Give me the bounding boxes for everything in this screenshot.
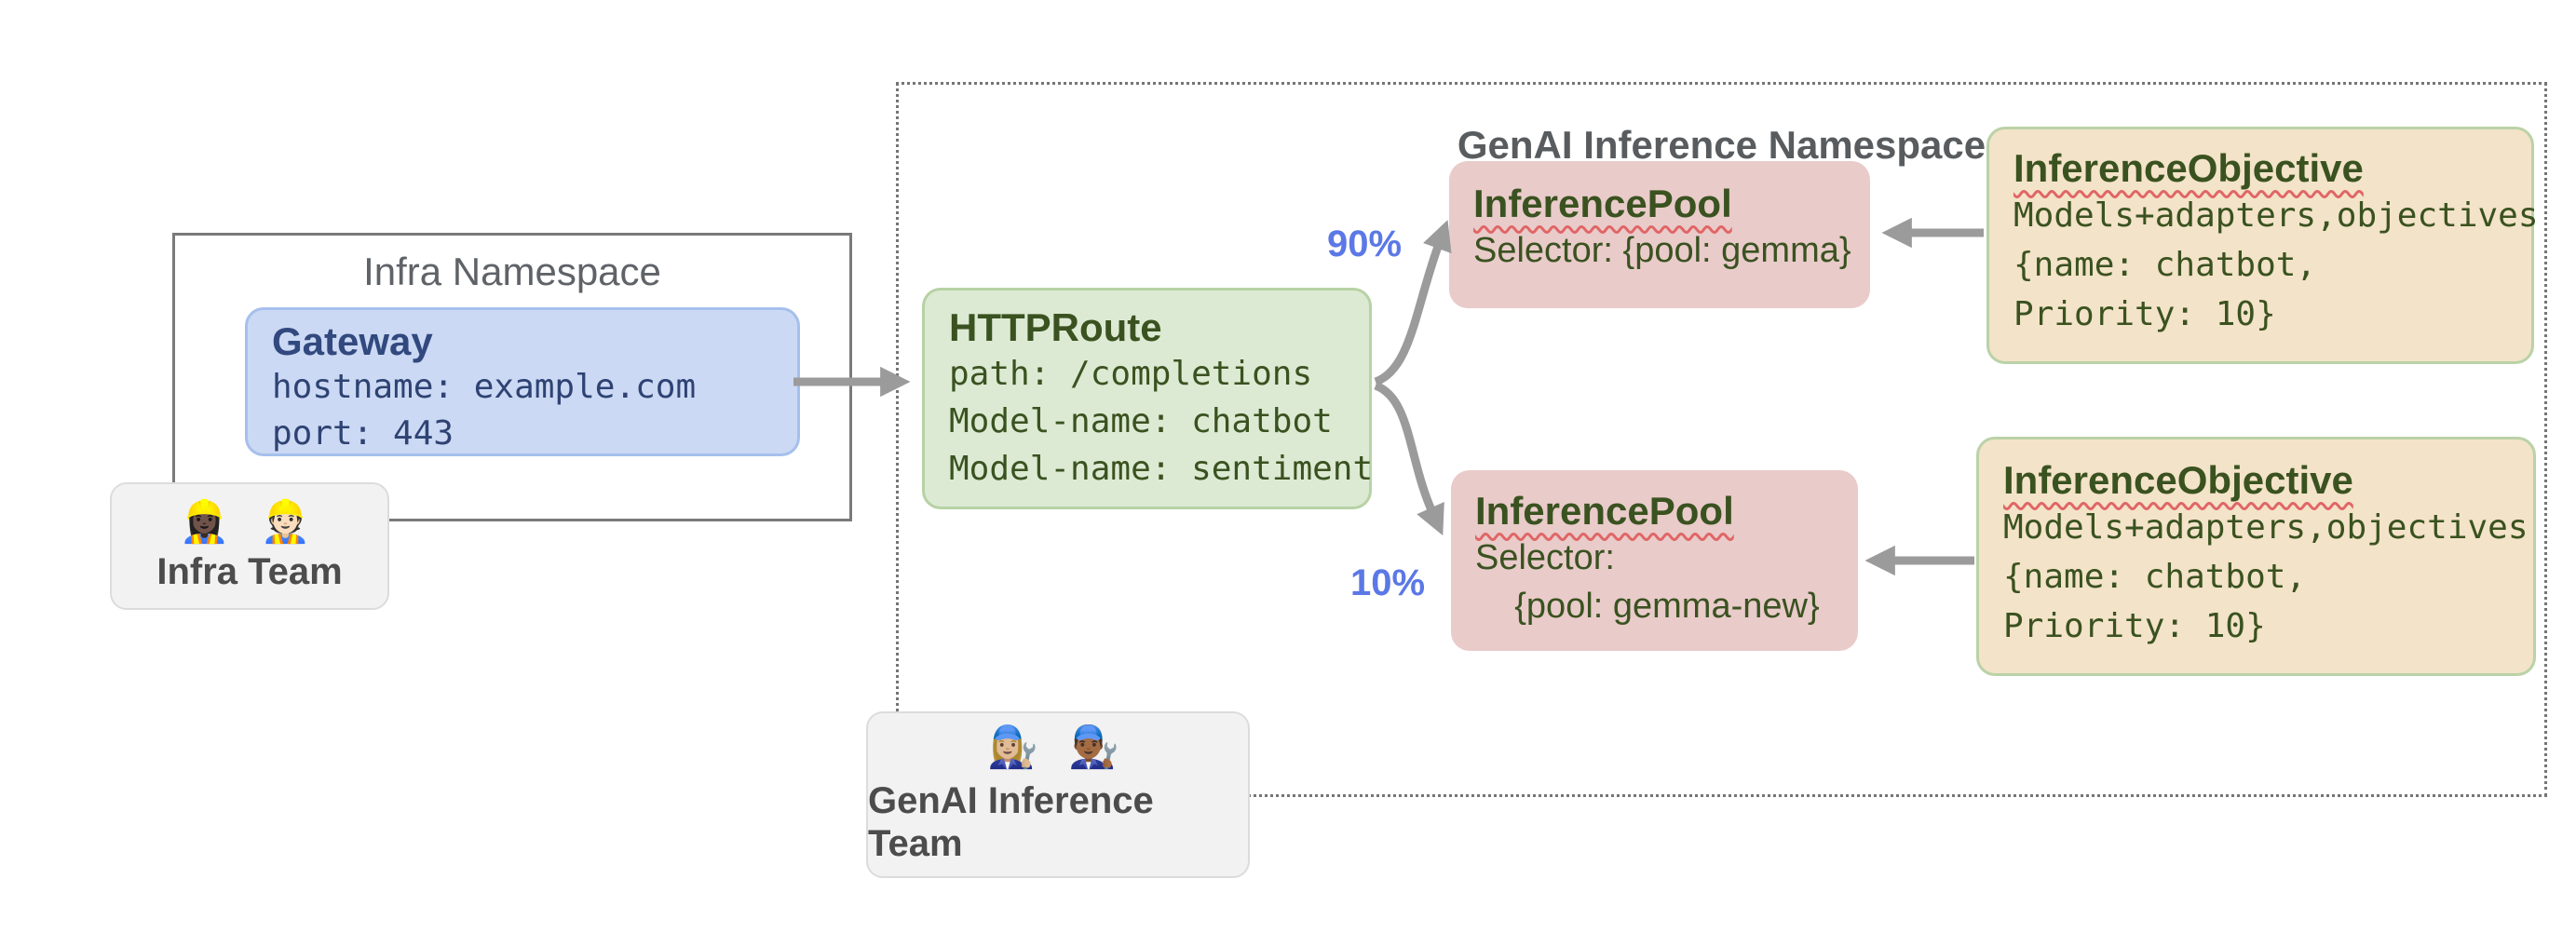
inference-objective-bottom-priority-line: Priority: 10}: [2003, 607, 2266, 645]
inference-pool-gemma-selector-line: Selector: {pool: gemma}: [1473, 231, 1851, 270]
httproute-path-line: path: /completions: [949, 355, 1313, 393]
traffic-weight-10-label: 10%: [1350, 562, 1426, 603]
httproute-model-sentiment-line: Model-name: sentiment: [949, 450, 1374, 488]
infra-team-card: 👷🏿‍♀️ 👷🏻 Infra Team: [110, 482, 389, 610]
inference-pool-gemma-title: InferencePool: [1473, 182, 1732, 225]
construction-worker-emojis: 👷🏿‍♀️ 👷🏻: [179, 498, 320, 545]
httproute-card: HTTPRoute path: /completions Model-name:…: [922, 288, 1374, 509]
inference-pool-gemma-new-selector-line: Selector:: [1475, 538, 1615, 577]
inference-objective-top-models-line: Models+adapters,objectives: [2013, 196, 2539, 235]
inference-objective-top-card: InferenceObjective Models+adapters,objec…: [1986, 127, 2539, 364]
inference-objective-top-title: InferenceObjective: [2013, 146, 2364, 190]
gateway-title: Gateway: [272, 319, 433, 363]
genai-inference-namespace-title: GenAI Inference Namespace: [1457, 123, 1986, 167]
traffic-weight-90-label: 90%: [1327, 223, 1403, 264]
inference-pool-gemma-new-value-line: {pool: gemma-new}: [1475, 587, 1820, 626]
gateway-hostname-line: hostname: example.com: [272, 368, 697, 406]
gateway-port-line: port: 443: [272, 414, 454, 453]
inference-objective-bottom-name-line: {name: chatbot,: [2003, 558, 2307, 596]
inference-objective-top-name-line: {name: chatbot,: [2013, 246, 2317, 284]
genai-inference-namespace-box: GenAI Inference Namespace: [896, 82, 2547, 797]
gateway-card: Gateway hostname: example.com port: 443: [245, 307, 800, 456]
httproute-model-chatbot-line: Model-name: chatbot: [949, 402, 1333, 440]
inference-objective-bottom-title: InferenceObjective: [2003, 458, 2353, 502]
inference-objective-bottom-models-line: Models+adapters,objectives: [2003, 508, 2529, 547]
inference-pool-gemma-card: InferencePool Selector: {pool: gemma}: [1449, 161, 1870, 308]
inference-objective-top-priority-line: Priority: 10}: [2013, 295, 2276, 333]
inference-pool-gemma-new-title: InferencePool: [1475, 489, 1734, 533]
infra-namespace-title: Infra Namespace: [363, 250, 661, 293]
genai-inference-team-label: GenAI Inference Team: [868, 779, 1154, 864]
inference-objective-bottom-card: InferenceObjective Models+adapters,objec…: [1976, 437, 2536, 676]
genai-inference-team-card: 👩🏼‍🔧 👨🏾‍🔧 GenAI Inference Team: [866, 711, 1250, 878]
infra-namespace-box: Infra Namespace: [172, 233, 852, 521]
infra-team-label: Infra Team: [156, 550, 343, 592]
inference-pool-gemma-new-card: InferencePool Selector: {pool: gemma-new…: [1451, 470, 1858, 651]
mechanic-emojis: 👩🏼‍🔧 👨🏾‍🔧: [987, 723, 1129, 770]
httproute-title: HTTPRoute: [949, 305, 1162, 349]
